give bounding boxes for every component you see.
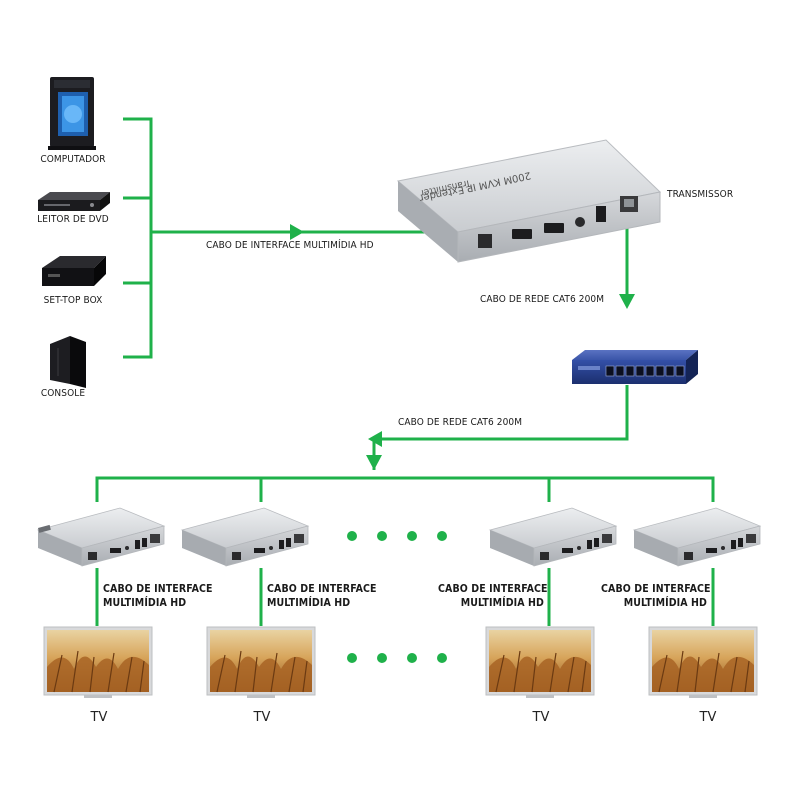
- cable-label-line1: CABO DE INTERFACE: [267, 583, 377, 595]
- cat6-top-label: CABO DE REDE CAT6 200M: [480, 294, 605, 305]
- power-port: [478, 234, 492, 248]
- cable-label-line2: MULTIMÍDIA HD: [460, 597, 544, 609]
- receiver-bus-line: [95, 476, 715, 502]
- computer-tower-icon: [48, 77, 96, 150]
- source-label-computer: COMPUTADOR: [40, 154, 106, 165]
- audio-port: [575, 217, 585, 227]
- hdmi-main-label: CABO DE INTERFACE MULTIMÍDIA HD: [206, 240, 374, 251]
- cable-label-line1: CABO DE INTERFACE: [438, 583, 548, 595]
- ellipsis-dot: [407, 531, 417, 541]
- connector-lines: [95, 117, 715, 626]
- tv-label: TV: [532, 710, 550, 725]
- usb-port: [596, 206, 606, 222]
- tv-icon: [648, 626, 758, 698]
- switch-to-bus-line: [372, 385, 629, 470]
- ellipsis-dot: [347, 653, 357, 663]
- source-label-dvd: LEITOR DE DVD: [37, 214, 109, 225]
- network-switch-icon: [572, 350, 698, 384]
- ellipsis-dot: [437, 653, 447, 663]
- tv-label: TV: [90, 710, 108, 725]
- cable-label-line2: MULTIMÍDIA HD: [267, 597, 351, 609]
- ellipsis-dot: [347, 531, 357, 541]
- transmitter-front: [398, 181, 458, 262]
- receiver-cable-label: CABO DE INTERFACE MULTIMÍDIA HD: [601, 582, 711, 610]
- arrowheads: [290, 224, 635, 470]
- cable-label-line1: CABO DE INTERFACE: [103, 583, 213, 595]
- receiver-cable-label: CABO DE INTERFACE MULTIMÍDIA HD: [438, 582, 548, 610]
- tv-label: TV: [699, 710, 717, 725]
- dvd-player-icon: [38, 192, 110, 211]
- source-bracket-line: [123, 117, 153, 359]
- tv-icon: [43, 626, 153, 698]
- receiver-device: [632, 507, 762, 567]
- bus-down-arrow-icon: [366, 455, 382, 470]
- cable-label-line1: CABO DE INTERFACE: [601, 583, 711, 595]
- transmitter-label: TRANSMISSOR: [667, 189, 734, 200]
- tv-icon: [485, 626, 595, 698]
- cable-label-line2: MULTIMÍDIA HD: [623, 597, 707, 609]
- tv-icon: [206, 626, 316, 698]
- source-label-stb: SET-TOP BOX: [43, 295, 103, 306]
- game-console-icon: [50, 336, 86, 388]
- ellipsis-dot: [377, 531, 387, 541]
- hdmi-loop-port: [544, 223, 564, 233]
- cable-label-line2: MULTIMÍDIA HD: [103, 597, 187, 609]
- source-label-console: CONSOLE: [40, 388, 86, 399]
- receiver-device: [488, 507, 618, 567]
- cat6-down-arrow-icon: [619, 294, 635, 309]
- receiver-device: [36, 507, 166, 567]
- ellipsis-dot: [377, 653, 387, 663]
- cat6-bottom-label: CABO DE REDE CAT6 200M: [398, 417, 523, 428]
- ellipsis-dot: [437, 531, 447, 541]
- ellipsis-dots: [347, 531, 447, 663]
- transmitter-device: 200M KVM IP Extender Transmitter: [396, 139, 662, 263]
- receiver-cable-label: CABO DE INTERFACE MULTIMÍDIA HD: [267, 582, 377, 610]
- hdmi-arrow-icon: [290, 224, 304, 240]
- ellipsis-dot: [407, 653, 417, 663]
- set-top-box-icon: [42, 256, 106, 286]
- receiver-device: [180, 507, 310, 567]
- cat6-left-arrow-icon: [368, 431, 382, 447]
- tv-label: TV: [253, 710, 271, 725]
- hdmi-in-port: [512, 229, 532, 239]
- receiver-cable-label: CABO DE INTERFACE MULTIMÍDIA HD: [103, 582, 213, 610]
